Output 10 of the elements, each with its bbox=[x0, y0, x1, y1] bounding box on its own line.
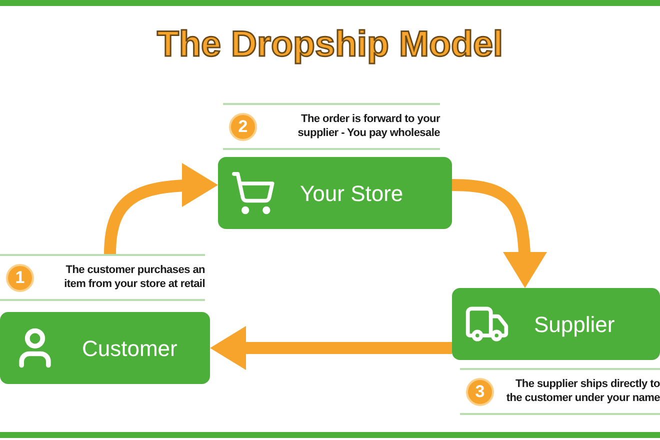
box-label: Customer bbox=[82, 334, 178, 362]
step-caption: The customer purchases an item from your store at retail bbox=[63, 263, 205, 291]
arrow bbox=[452, 179, 547, 288]
box-label: Supplier bbox=[534, 310, 615, 339]
arrow bbox=[210, 326, 452, 370]
title: The Dropship Model bbox=[157, 22, 503, 66]
box-label: Your Store bbox=[300, 180, 404, 208]
step-caption: The order is forward to your supplier - You pay wholesale bbox=[296, 112, 440, 140]
arrow bbox=[104, 163, 218, 254]
step-caption: The supplier ships directly to the customer under your name bbox=[505, 377, 660, 405]
